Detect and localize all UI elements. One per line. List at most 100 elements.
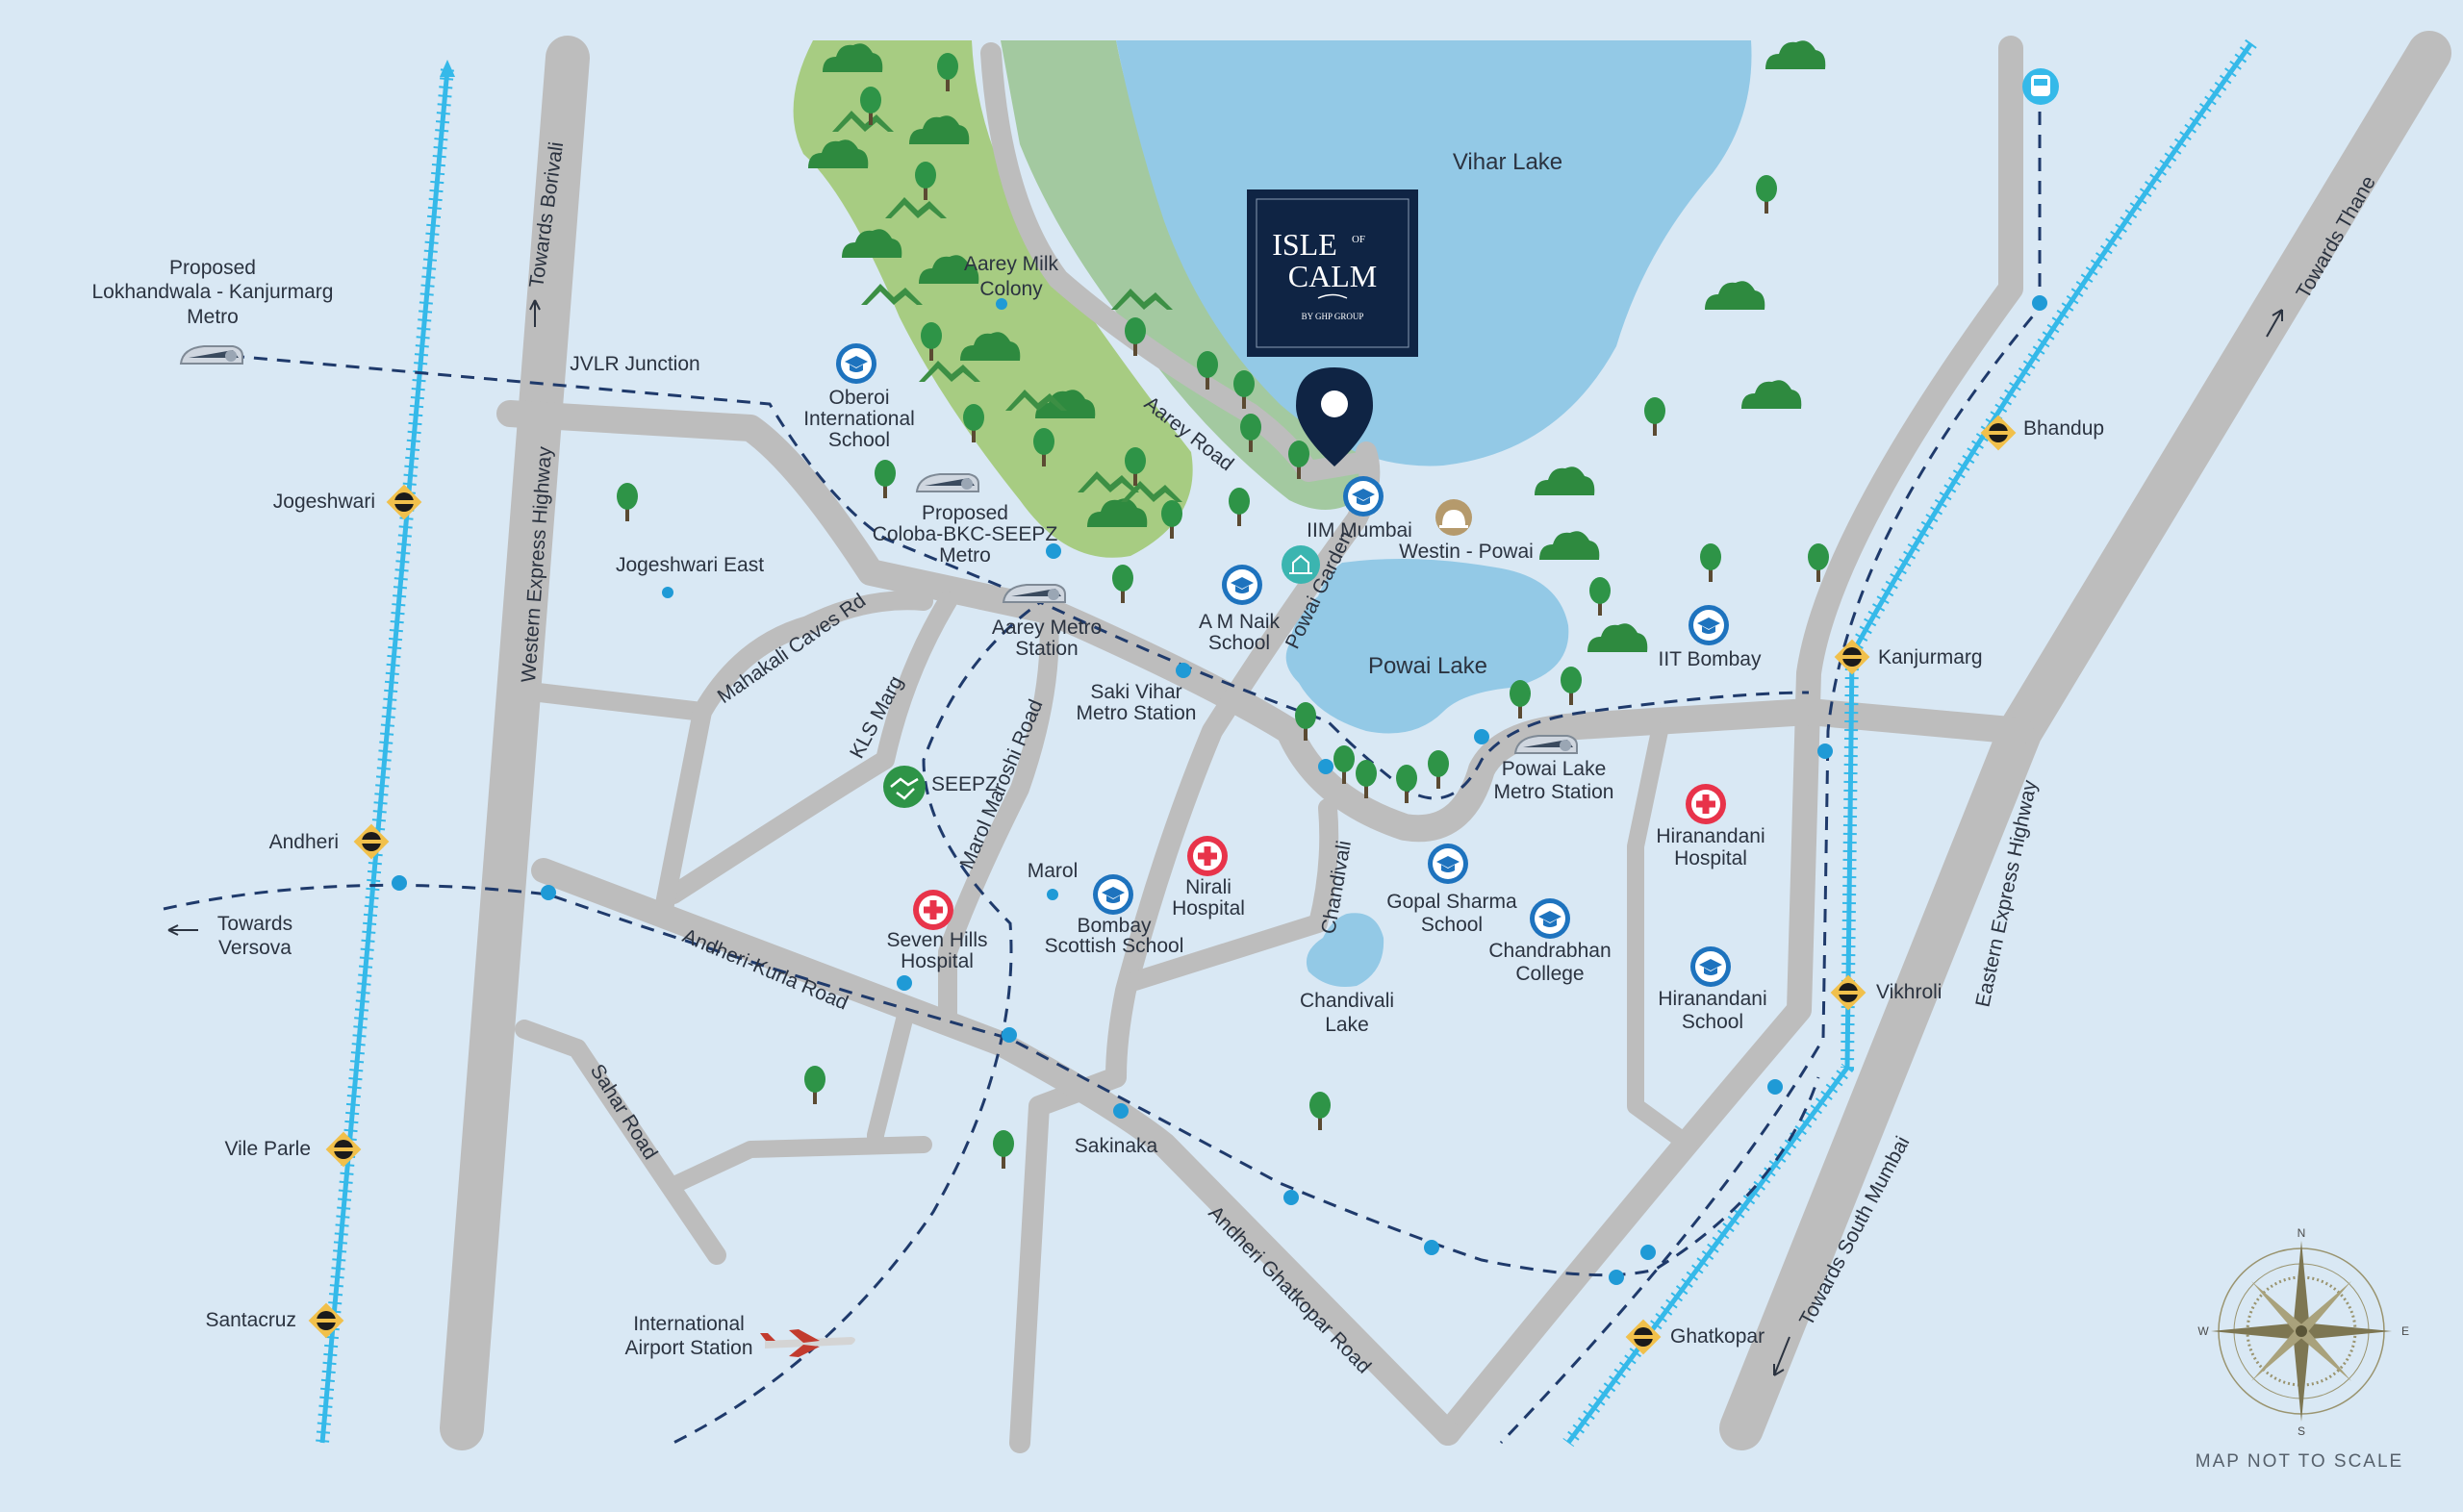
school-icon [836, 343, 876, 384]
metro-stop [897, 975, 912, 991]
logo-of: OF [1352, 234, 1365, 245]
bombay-scottish-school-label-1: Bombay [1077, 915, 1152, 937]
andheri-ghatkopar-road-label: Andheri Ghatkopar Road [1204, 1201, 1375, 1377]
sahar-road-label: Sahar Road [586, 1060, 662, 1163]
station-vikhroli: Vikhroli [1876, 981, 1942, 1003]
compass-n: N [2298, 1226, 2306, 1240]
hiranandani-hospital-label-2: Hospital [1674, 847, 1747, 869]
gopal-sharma-school-label-1: Gopal Sharma [1386, 891, 1517, 913]
powai-lake-metro-label-2: Metro Station [1494, 781, 1614, 803]
proposed-colaba-label-3: Metro [939, 544, 991, 567]
marol-maroshi-road [938, 606, 1059, 1024]
powai-garden-road [1009, 441, 1381, 1453]
marol-label: Marol [1028, 860, 1079, 882]
proposed-colaba-label-1: Proposed [922, 502, 1008, 524]
compass-rose-icon [2211, 1241, 2392, 1422]
arrow-down-left-icon [1773, 1336, 1790, 1376]
hiranandani-school-label-1: Hiranandani [1658, 988, 1766, 1010]
station-santacruz: Santacruz [205, 1309, 296, 1331]
compass-e: E [2401, 1324, 2409, 1338]
hospital-icon [1686, 784, 1726, 824]
international-airport-label-2: Airport Station [624, 1337, 752, 1359]
place-dot-jogeshwari-east [662, 587, 673, 598]
railway-station-icon [1830, 974, 1866, 1011]
mahakali-caves-rd-label: Mahakali Caves Rd [714, 590, 870, 708]
powai-lake [1285, 559, 1569, 734]
proposed-lokhandwala-label-2: Lokhandwala - Kanjurmarg [92, 281, 334, 303]
station-jogeshwari: Jogeshwari [273, 491, 375, 513]
school-icon [1689, 605, 1729, 645]
metro-train-icon [180, 345, 243, 365]
arrow-left-icon [167, 924, 198, 936]
jvlr-junction-label: JVLR Junction [570, 353, 699, 375]
metro-train-icon [916, 473, 979, 492]
logo-sub: BY GHP GROUP [1302, 312, 1364, 321]
aqua-metro-line-3 [673, 594, 1050, 1445]
seven-hills-hospital-label-1: Seven Hills [886, 929, 987, 951]
chandivali-lake-label-2: Lake [1325, 1014, 1369, 1036]
metro-stop [1767, 1079, 1783, 1095]
location-pin-icon [1296, 367, 1373, 466]
hiranandani-school-label-2: School [1682, 1011, 1743, 1033]
metro-stop [1318, 759, 1333, 774]
map-not-to-scale: MAP NOT TO SCALE [2196, 1451, 2403, 1472]
compass-w: W [2197, 1324, 2209, 1338]
metro-train-icon [1514, 735, 1578, 754]
station-andheri: Andheri [269, 831, 339, 853]
towards-versova-label-1: Towards [217, 913, 292, 935]
proposed-lokhandwala-label-3: Metro [187, 306, 239, 328]
school-icon [1222, 565, 1262, 605]
school-icon [1343, 476, 1384, 517]
station-bhandup: Bhandup [2023, 417, 2104, 440]
iim-mumbai-label: IIM Mumbai [1307, 519, 1412, 542]
vihar-lake-label: Vihar Lake [1453, 149, 1562, 175]
sahar-road [515, 1020, 726, 1265]
aarey-forest [793, 40, 1193, 558]
saki-vihar-metro-label-1: Saki Vihar [1090, 681, 1181, 703]
school-icon [1690, 946, 1731, 987]
isle-of-calm-logo: ISLE OF CALM BY GHP GROUP [1247, 189, 1418, 357]
arrow-up-right-icon [2266, 309, 2283, 338]
chandivali-lake-label-1: Chandivali [1300, 990, 1394, 1012]
hiranandani-hospital-label-1: Hiranandani [1656, 825, 1765, 847]
school-icon [1530, 898, 1570, 939]
metro-stop [1424, 1240, 1439, 1255]
handshake-icon [883, 766, 926, 808]
westin-powai-label: Westin - Powai [1399, 541, 1534, 563]
iit-bombay-label: IIT Bombay [1659, 648, 1762, 670]
kls-marg [664, 592, 957, 904]
powai-lake-metro-label-1: Powai Lake [1502, 758, 1607, 780]
hospital-icon [1187, 836, 1228, 876]
metro-stop [1002, 1027, 1017, 1043]
international-airport-label-1: International [633, 1313, 745, 1335]
metro-stop [392, 875, 407, 891]
metro-stop [2032, 295, 2047, 311]
gopal-sharma-school-label-2: School [1421, 914, 1483, 936]
metro-stop [1640, 1245, 1656, 1260]
oberoi-school-label-1: Oberoi [828, 387, 889, 409]
seepz-label: SEEPZ [931, 773, 998, 795]
hiranandani-road [1627, 722, 1697, 1153]
metro-stop [1283, 1190, 1299, 1205]
marol-link-road [867, 1011, 913, 1153]
oberoi-school-label-3: School [828, 429, 890, 451]
place-dot-aarey-milk-colony [996, 298, 1007, 310]
metro-train-icon [1003, 584, 1066, 603]
arrow-up-icon [529, 299, 541, 327]
mahakali-link-road [654, 702, 712, 919]
chandivali-lake [1306, 913, 1384, 987]
metro-stop [1176, 663, 1191, 678]
sakinaka-label: Sakinaka [1075, 1135, 1158, 1157]
andheri-kurla-road [531, 858, 1460, 1446]
metro-terminal-icon [2022, 68, 2059, 105]
metro-stop [1113, 1103, 1129, 1119]
proposed-colaba-label-2: Coloba-BKC-SEEPZ [873, 523, 1058, 545]
railway-station-icon [325, 1131, 362, 1168]
aarey-milk-colony-label-1: Aarey Milk [964, 253, 1059, 275]
metro-stop [1474, 729, 1489, 744]
jvlr-road [496, 400, 2034, 843]
metro-stop [1817, 743, 1833, 759]
aarey-road [980, 42, 1377, 482]
central-railway-ties [1562, 38, 2257, 1448]
mahakali-caves-road [529, 591, 933, 721]
